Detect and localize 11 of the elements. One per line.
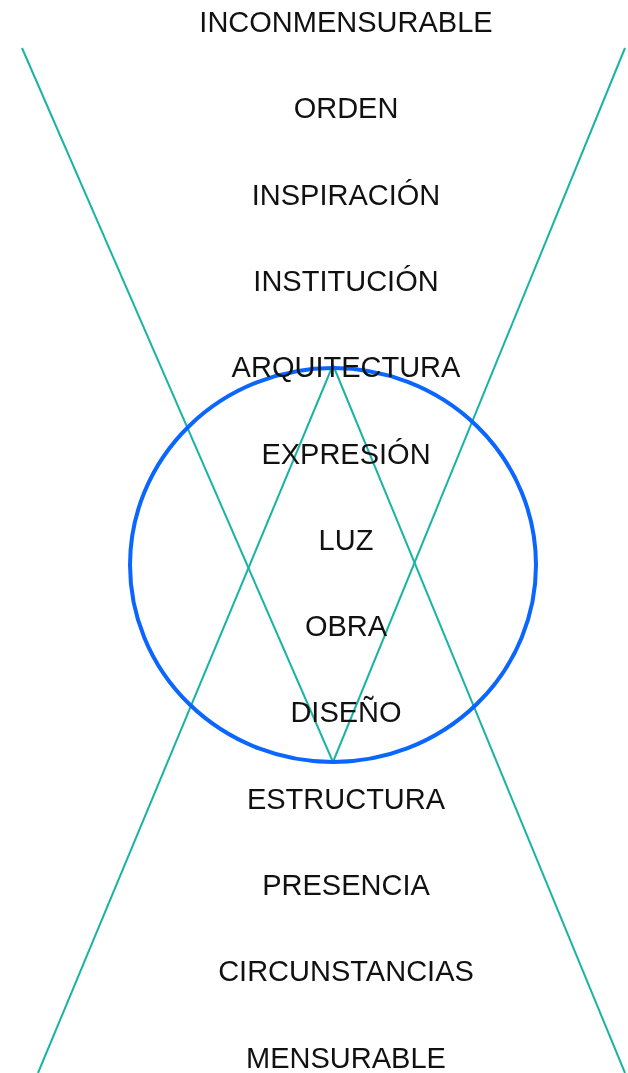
concept-word: INSTITUCIÓN (253, 263, 439, 298)
concept-word: PRESENCIA (262, 868, 430, 902)
concept-word: CIRCUNSTANCIAS (218, 954, 474, 989)
concept-word: ARQUITECTURA (231, 350, 461, 385)
concept-word: ESTRUCTURA (246, 781, 446, 816)
concept-word: MENSURABLE (246, 1040, 446, 1073)
concept-word: INCONMENSURABLE (199, 5, 493, 39)
concept-word: ORDEN (293, 91, 399, 126)
concept-word: OBRA (304, 609, 388, 644)
concept-word: LUZ (318, 522, 374, 557)
concept-word: INSPIRACIÓN (251, 177, 441, 212)
